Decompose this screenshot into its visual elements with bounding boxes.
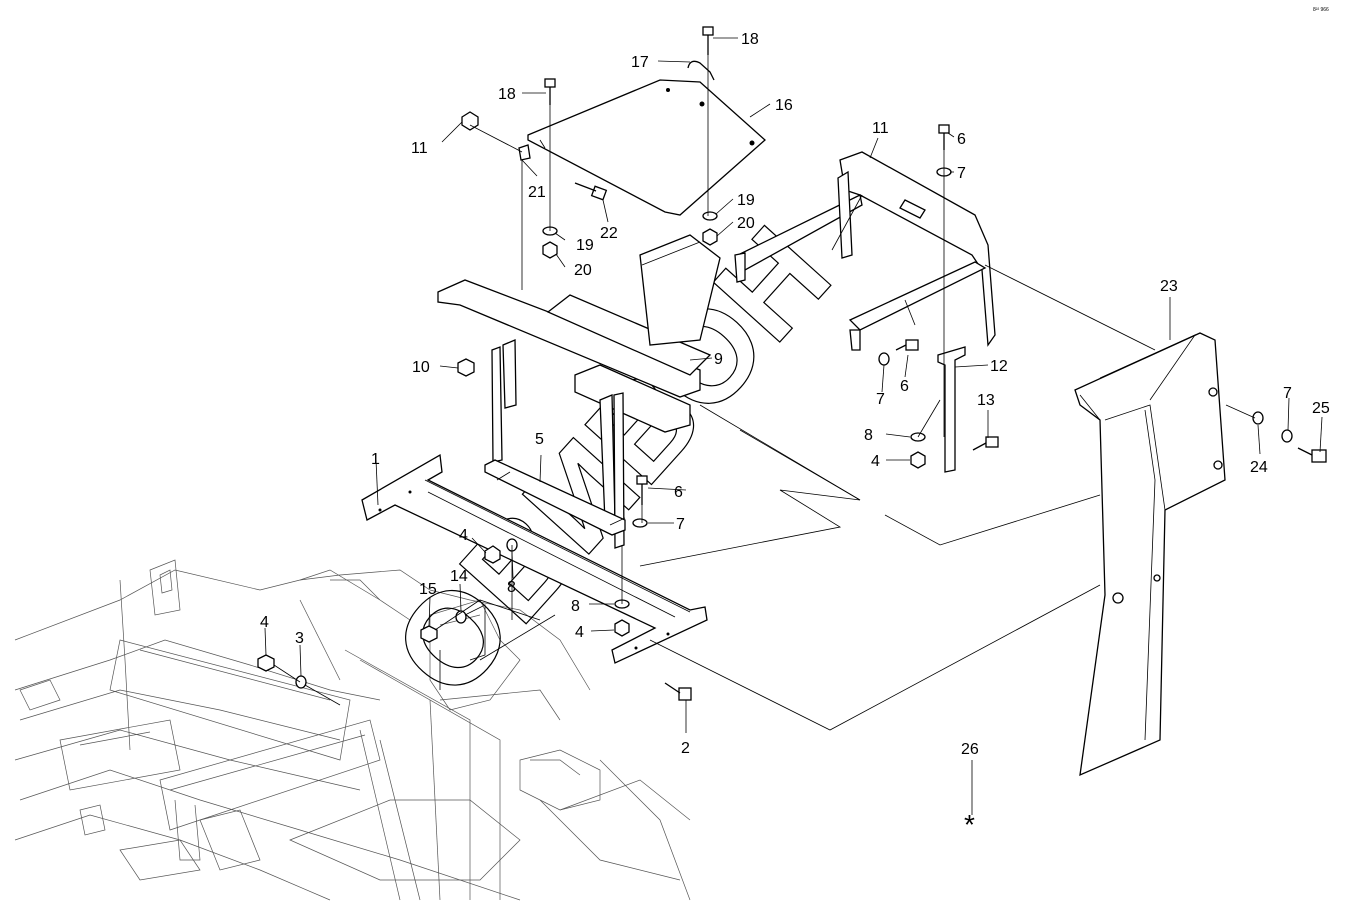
- callout-17: 17: [631, 54, 649, 71]
- part-16-cover-plate: [527, 79, 766, 216]
- part-23-side-panel: [1074, 332, 1226, 777]
- callout-20: 20: [737, 215, 755, 232]
- callout-26: 26: [961, 741, 979, 758]
- callout-8: 8: [571, 598, 580, 615]
- callout-8: 8: [507, 579, 516, 596]
- callout-2: 2: [681, 740, 690, 757]
- part-5-support-frame: [484, 339, 626, 549]
- callout-15: 15: [419, 581, 437, 598]
- nut-11: [461, 111, 479, 131]
- callout-16: 16: [775, 97, 793, 114]
- callout-24: 24: [1250, 459, 1268, 476]
- part-9-channel: [437, 234, 721, 433]
- callout-10: 10: [412, 359, 430, 376]
- callout-6: 6: [900, 378, 909, 395]
- hardware: *: [257, 26, 1327, 840]
- callout-7: 7: [1283, 385, 1292, 402]
- washer-19: [702, 211, 718, 221]
- callout-6: 6: [674, 484, 683, 501]
- callout-23: 23: [1160, 278, 1178, 295]
- bolt-18-top: [702, 26, 714, 55]
- callout-3: 3: [295, 630, 304, 647]
- nut-4: [910, 451, 926, 469]
- callout-11: 11: [872, 120, 889, 137]
- callouts: 18 17 18 16 11 21 22 19 20 19 20 11 6 7 …: [260, 31, 1330, 758]
- callout-7: 7: [676, 516, 685, 533]
- callout-6: 6: [957, 131, 966, 148]
- nut-4: [257, 654, 275, 672]
- callout-12: 12: [990, 358, 1008, 375]
- nut-20: [702, 228, 718, 246]
- callout-4: 4: [459, 527, 468, 544]
- chassis-frame: [14, 559, 691, 901]
- callout-4: 4: [871, 453, 880, 470]
- callout-25: 25: [1312, 400, 1330, 417]
- nut-4: [614, 619, 630, 637]
- callout-19: 19: [576, 237, 594, 254]
- assembly-lines: [273, 55, 1256, 815]
- callout-1: 1: [371, 451, 380, 468]
- washer-7: [1281, 429, 1293, 443]
- callout-13: 13: [977, 392, 995, 409]
- nut-20: [542, 241, 558, 259]
- callout-7: 7: [957, 165, 966, 182]
- part-21: [518, 144, 531, 161]
- callout-21: 21: [528, 184, 546, 201]
- clip-17: [687, 60, 715, 81]
- bolt-22: [574, 182, 608, 201]
- callout-5: 5: [535, 431, 544, 448]
- callout-14: 14: [450, 568, 468, 585]
- callout-19: 19: [737, 192, 755, 209]
- part-26-asterisk: *: [964, 809, 975, 840]
- washer-3: [295, 675, 307, 689]
- drawing-ref: 8²² 966: [1313, 7, 1329, 13]
- callout-11: 11: [411, 140, 428, 157]
- callout-9: 9: [714, 351, 723, 368]
- part-12-bracket: [937, 346, 966, 473]
- part-11-rear-frame: [734, 151, 996, 351]
- callout-20: 20: [574, 262, 592, 279]
- bolt-2: [664, 682, 692, 701]
- nut-4: [484, 545, 501, 564]
- nut-15: [420, 625, 438, 643]
- nut-10: [457, 358, 475, 377]
- bolt-13: [972, 436, 999, 451]
- bolt-6-right: [938, 124, 950, 150]
- washer-7: [632, 518, 648, 528]
- callout-7: 7: [876, 391, 885, 408]
- callout-18: 18: [498, 86, 516, 103]
- callout-22: 22: [600, 225, 618, 242]
- bolt-18-left: [544, 78, 556, 105]
- bolt-6-mid: [636, 475, 648, 505]
- callout-4: 4: [260, 614, 269, 631]
- callout-8: 8: [864, 427, 873, 444]
- washer-24: [1252, 411, 1264, 425]
- callout-4: 4: [575, 624, 584, 641]
- leader-lines: [264, 37, 1323, 733]
- callout-18: 18: [741, 31, 759, 48]
- washer-7: [878, 352, 890, 366]
- part-1-crossbar: [361, 453, 708, 664]
- bolt-25: [1297, 447, 1327, 463]
- bolt-6-small: [895, 339, 919, 351]
